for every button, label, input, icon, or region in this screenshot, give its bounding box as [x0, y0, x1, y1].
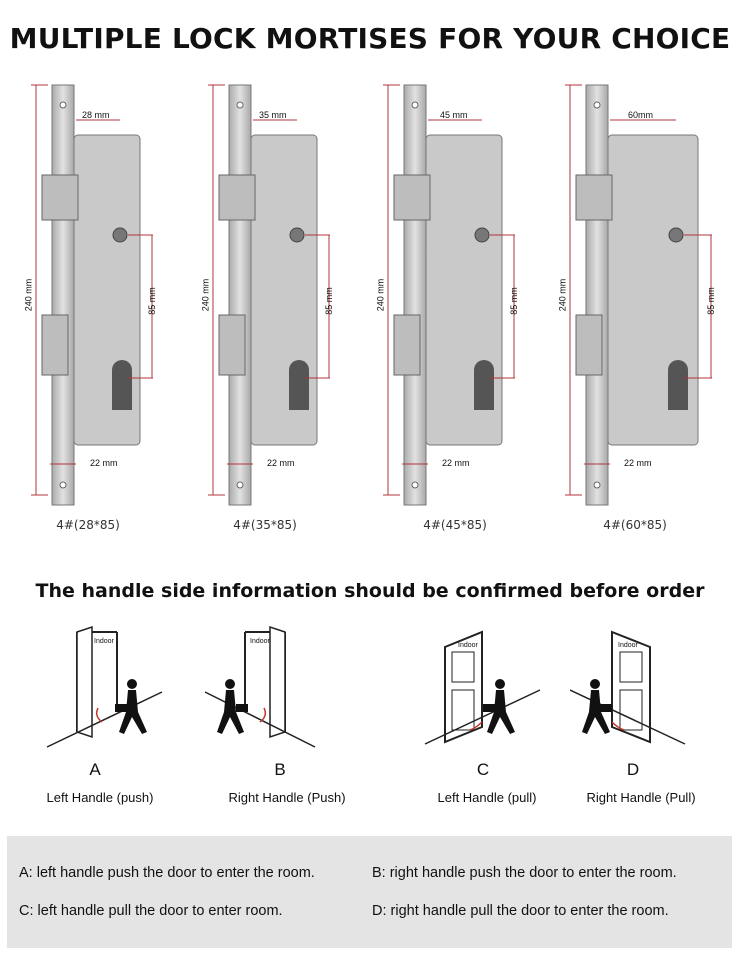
backset-label: 60mm: [628, 110, 654, 120]
door-pull-left-icon: [424, 630, 541, 745]
mortise-caption: 4#(28*85): [56, 518, 120, 532]
length-label: 240 mm: [200, 278, 211, 312]
handle-diagram-c: Indoor: [420, 622, 570, 752]
backset-label: 35 mm: [259, 110, 287, 120]
mortise-35x85: 35 mm 240 mm 85 mm 22 mm: [200, 80, 380, 540]
mortise-caption: 4#(45*85): [423, 518, 487, 532]
mortise-45x85: 45 mm 240 mm 85 mm 22 mm: [375, 80, 555, 540]
faceplate-label: 22 mm: [267, 458, 295, 468]
handle-letter: B: [274, 760, 286, 779]
door-pull-right-icon: [569, 630, 686, 745]
door-label: Indoor: [94, 638, 114, 645]
length-label: 240 mm: [375, 278, 386, 312]
handle-side-heading: The handle side information should be co…: [35, 580, 705, 602]
door-label: Indoor: [250, 638, 270, 645]
handle-label: Left Handle (push): [46, 790, 154, 805]
center-label: 85 mm: [323, 287, 334, 315]
note-c: C: left handle pull the door to enter ro…: [19, 903, 283, 919]
faceplate-label: 22 mm: [90, 458, 118, 468]
door-push-left-icon: [46, 625, 163, 748]
length-label: 240 mm: [23, 278, 34, 312]
handle-letter: A: [89, 760, 101, 779]
mortise-drawing: [565, 84, 712, 506]
handle-letter: D: [626, 760, 640, 779]
handle-diagram-b: Indoor: [200, 622, 350, 752]
note-a: A: left handle push the door to enter th…: [19, 865, 315, 881]
note-d: D: right handle pull the door to enter t…: [372, 903, 669, 919]
notes-panel: A: left handle push the door to enter th…: [7, 836, 732, 948]
center-label: 85 mm: [705, 287, 716, 315]
door-label: Indoor: [458, 642, 478, 649]
faceplate-label: 22 mm: [442, 458, 470, 468]
length-label: 240 mm: [557, 278, 568, 312]
center-label: 85 mm: [508, 287, 519, 315]
handle-letter: C: [476, 760, 490, 779]
center-label: 85 mm: [146, 287, 157, 315]
faceplate-label: 22 mm: [624, 458, 652, 468]
mortise-60x85: 60mm 240 mm 85 mm 22 mm: [557, 80, 737, 540]
handle-diagram-d: Indoor: [569, 622, 720, 752]
handle-label: Right Handle (Pull): [586, 790, 696, 805]
door-label: Indoor: [618, 642, 638, 649]
handle-label: Left Handle (pull): [437, 790, 537, 805]
mortise-caption: 4#(60*85): [603, 518, 667, 532]
page-title: MULTIPLE LOCK MORTISES FOR YOUR CHOICE: [9, 22, 731, 55]
mortise-drawing: [383, 84, 515, 506]
mortise-drawing: [208, 84, 330, 506]
mortise-28x85: 28 mm 240 mm 85 mm 22 mm: [23, 80, 203, 540]
backset-label: 45 mm: [440, 110, 468, 120]
note-b: B: right handle push the door to enter t…: [372, 865, 677, 881]
handle-diagram-a: Indoor: [42, 622, 192, 752]
mortise-drawing: [31, 84, 153, 506]
handle-label: Right Handle (Push): [228, 790, 346, 805]
door-push-right-icon: [204, 625, 316, 748]
backset-label: 28 mm: [82, 110, 110, 120]
mortise-caption: 4#(35*85): [233, 518, 297, 532]
